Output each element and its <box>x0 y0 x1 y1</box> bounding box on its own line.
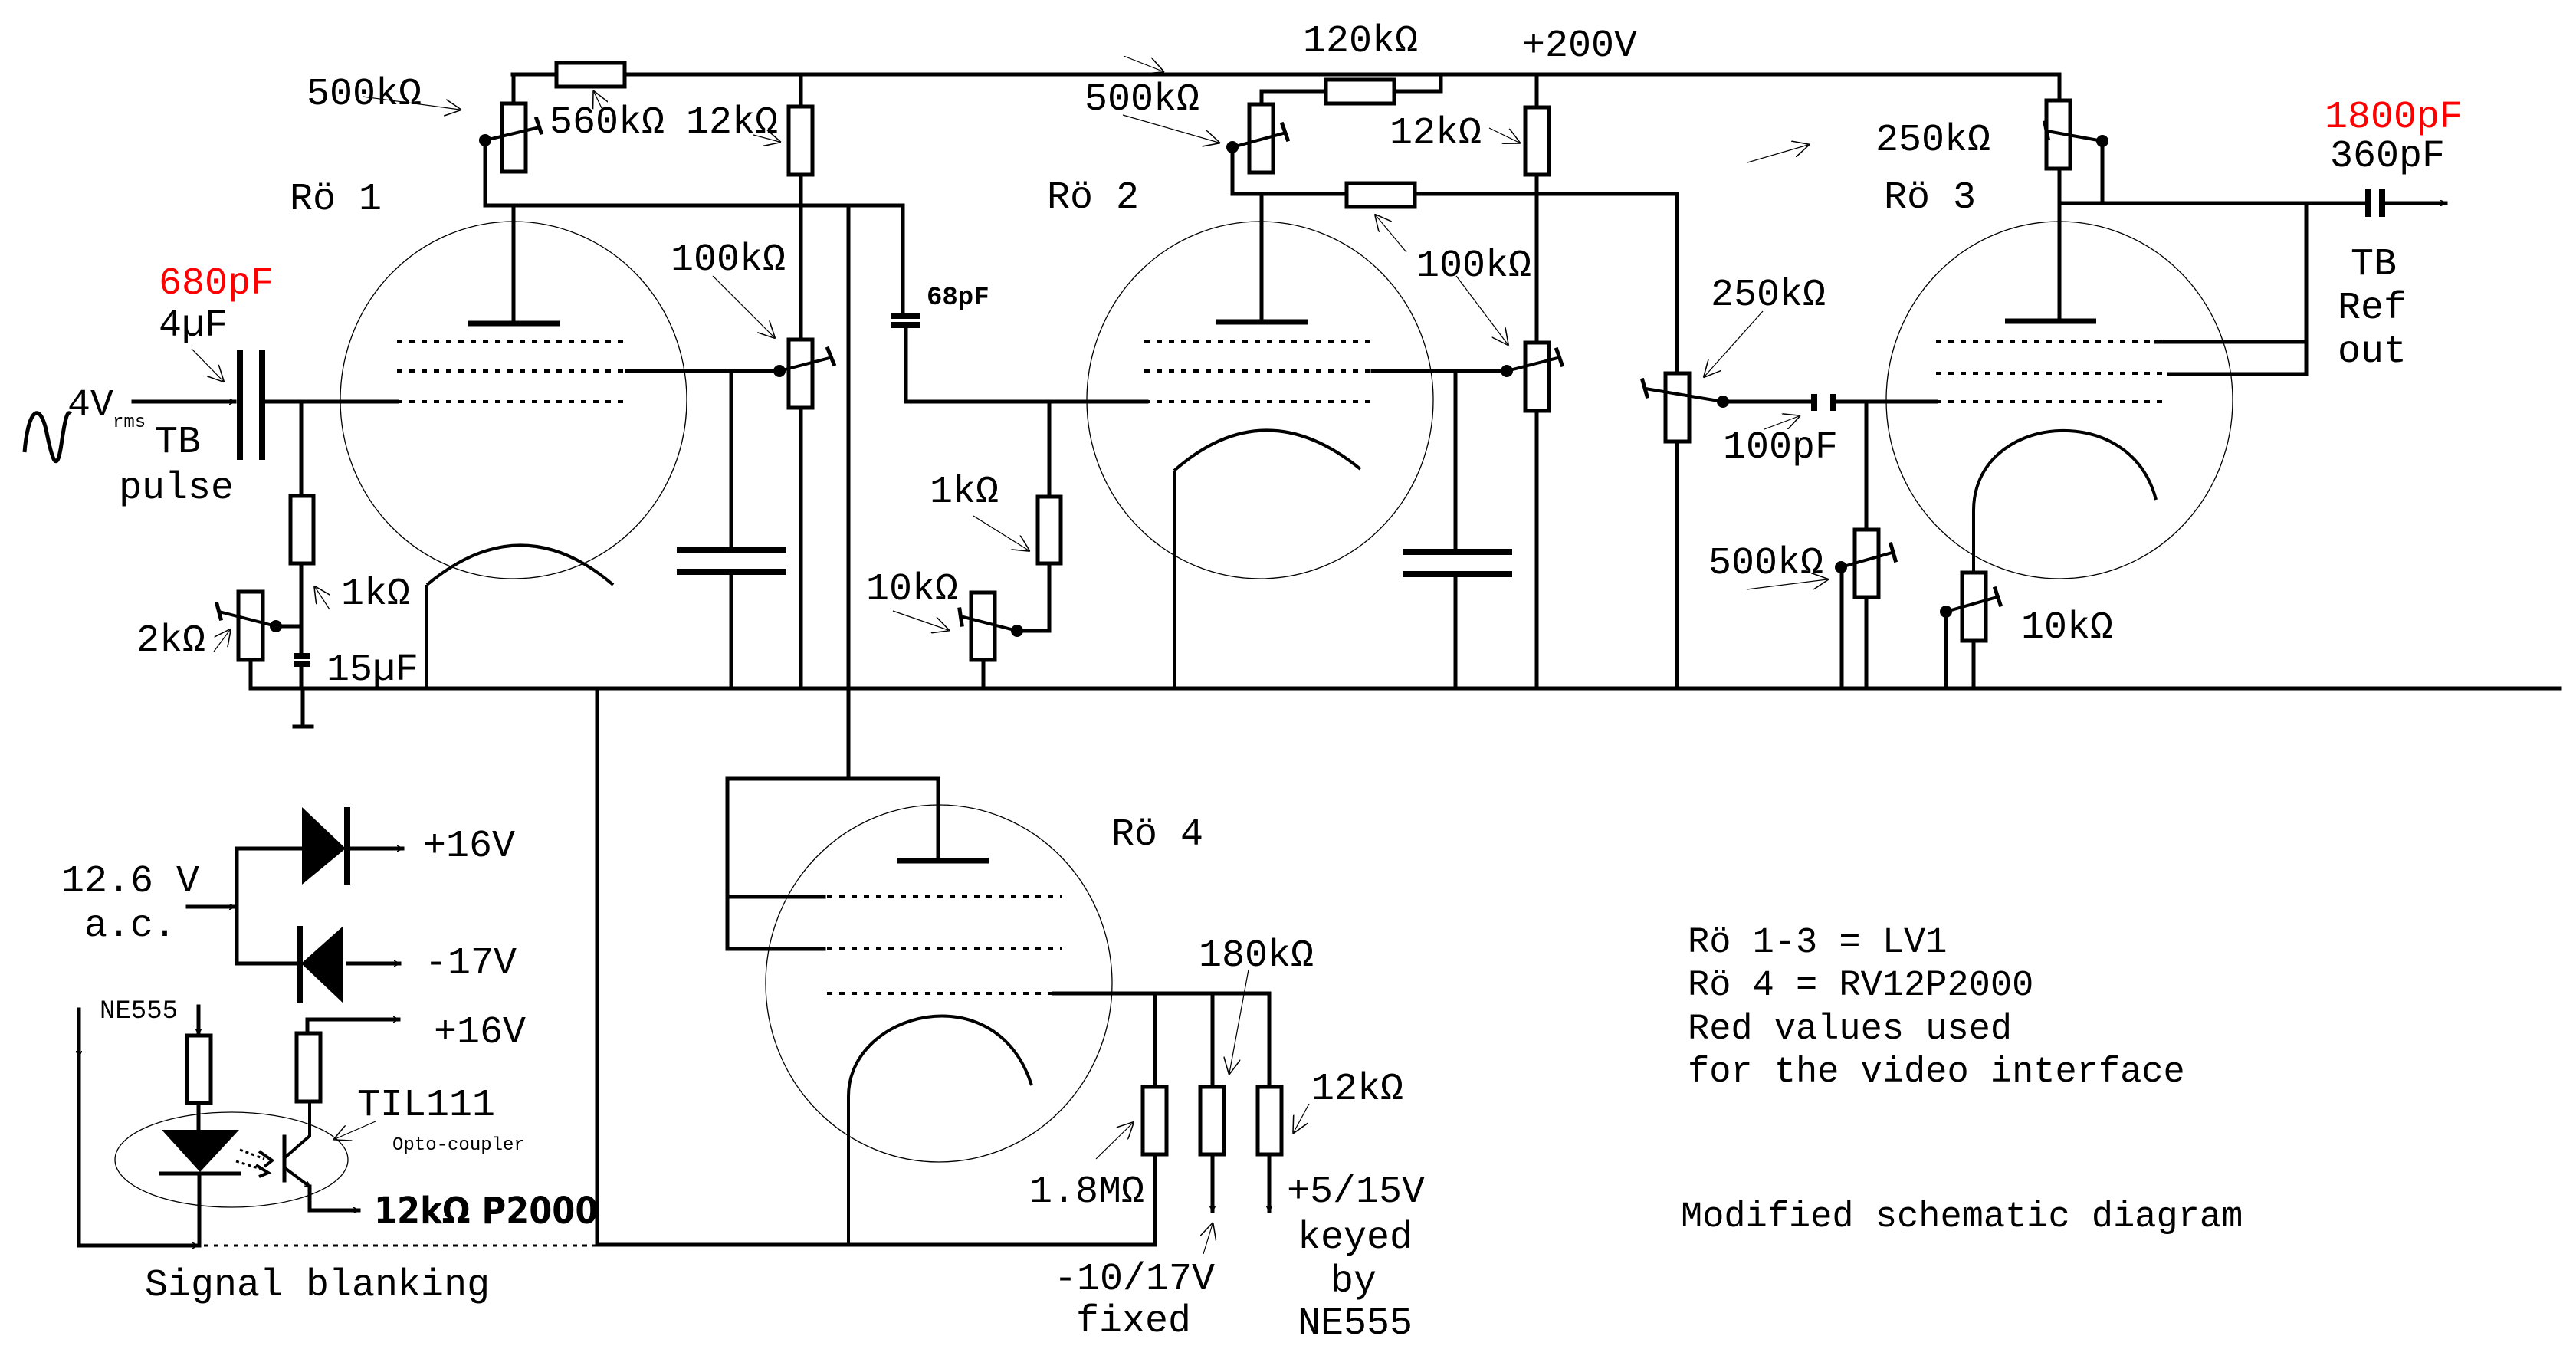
note-line-2: Rö 4 = RV12P2000 <box>1688 966 2033 1006</box>
stage-4 <box>595 686 1284 1247</box>
sine-source-icon <box>22 411 72 464</box>
diode-neg <box>301 926 343 1003</box>
note-line-3: Red values used <box>1688 1009 2012 1050</box>
ac-label-2: a.c. <box>84 904 176 948</box>
bias-keyed-2: keyed <box>1298 1216 1413 1260</box>
label-12k-ro2: 12kΩ <box>1390 112 1482 156</box>
resistor-12k-ro4 <box>1255 1085 1284 1157</box>
cathode-ro2 <box>1173 428 1362 472</box>
power-supply <box>185 807 405 1003</box>
pot-2k <box>236 589 265 662</box>
label-250k-anode: 250kΩ <box>1875 119 1990 162</box>
label-500k-ro2: 500kΩ <box>1085 78 1199 122</box>
input-amplitude: 4V <box>67 384 113 428</box>
diagram-caption: Modified schematic diagram <box>1681 1197 2243 1238</box>
label-1k-ro2: 1kΩ <box>930 471 999 514</box>
label-500k-ro1: 500kΩ <box>307 73 422 117</box>
resistor-560k <box>554 61 627 89</box>
input-name-1: TB <box>155 421 201 464</box>
stage-1 <box>22 61 905 781</box>
stage-2 <box>891 72 1679 691</box>
tube-label-ro1: Rö 1 <box>290 178 382 222</box>
pot-10k-ro2 <box>969 590 997 662</box>
diode-pos <box>302 807 346 885</box>
bias-keyed-3: by <box>1331 1260 1377 1304</box>
input-cap-original: 4µF <box>159 304 228 348</box>
out-cap-original: 360pF <box>2330 135 2445 179</box>
opto-supply-label: +16V <box>434 1011 526 1055</box>
label-2k: 2kΩ <box>136 619 205 663</box>
neg-out-label: -17V <box>425 942 517 986</box>
label-560k: 560kΩ <box>550 101 665 145</box>
cathode-ro1 <box>425 543 615 586</box>
hv-rail <box>510 72 2062 103</box>
resistor-1k-ro2 <box>1035 494 1063 566</box>
input-subscript: rms <box>113 412 146 433</box>
leader-arrows <box>191 55 1827 1255</box>
opto-trigger-label: NE555 <box>100 997 178 1026</box>
labels: Rö 1 Rö 2 Rö 3 Rö 4 +200V 680pF 4µF 4V r… <box>61 20 2463 1346</box>
resistor-120k <box>1324 77 1396 106</box>
note-line-1: Rö 1-3 = LV1 <box>1688 923 1947 963</box>
input-name-2: pulse <box>119 467 234 510</box>
resistor-100k-load <box>1344 181 1417 209</box>
label-180k: 180kΩ <box>1199 934 1314 978</box>
label-500k-ro3: 500kΩ <box>1708 542 1823 586</box>
pot-500k-ro1 <box>500 101 528 174</box>
cathode-ro3 <box>1972 428 2158 511</box>
bias-fixed-1: -10/17V <box>1054 1258 1215 1302</box>
label-12k-ro1: 12kΩ <box>686 101 778 145</box>
cathode-ro4 <box>847 1014 1033 1097</box>
tube-label-ro3: Rö 3 <box>1884 176 1976 220</box>
resistor-1m8 <box>1140 1085 1169 1157</box>
resistor-12k-ro2 <box>1523 105 1551 177</box>
blanking-label: Signal blanking <box>145 1264 490 1308</box>
pot-250k-input <box>1663 371 1692 444</box>
label-100k-ro2-top: 100kΩ <box>1416 245 1531 288</box>
resistor-12k-ro1 <box>786 104 815 177</box>
note-line-4: for the video interface <box>1688 1052 2185 1093</box>
resistor-collector <box>294 1031 323 1104</box>
out-cap-modified: 1800pF <box>2325 96 2463 140</box>
label-10k-ro2: 10kΩ <box>866 568 958 612</box>
out-label-3: out <box>2338 330 2407 374</box>
out-label-2: Ref <box>2338 287 2407 330</box>
label-10k-ro3: 10kΩ <box>2021 606 2113 650</box>
label-250k-input: 250kΩ <box>1711 274 1826 317</box>
label-1m8: 1.8MΩ <box>1029 1170 1144 1214</box>
ground-rail <box>248 658 2562 729</box>
pot-100k-ro2 <box>1523 340 1551 413</box>
bias-keyed-1: +5/15V <box>1287 1170 1425 1214</box>
opto-output-label: 12kΩ P2000 <box>374 1190 598 1233</box>
label-1k-ro1: 1kΩ <box>341 573 410 616</box>
tube-label-ro2: Rö 2 <box>1047 176 1139 220</box>
opto-coupler <box>79 1004 597 1246</box>
label-68pf: 68pF <box>927 284 989 313</box>
label-120k: 120kΩ <box>1303 20 1418 64</box>
bias-keyed-4: NE555 <box>1298 1302 1413 1346</box>
stage-3 <box>1639 98 2448 691</box>
label-15uf: 15µF <box>327 648 418 692</box>
resistor-led <box>185 1033 213 1105</box>
led-icon <box>162 1130 239 1172</box>
resistor-180k <box>1198 1085 1226 1157</box>
opto-desc-label: Opto-coupler <box>392 1135 525 1156</box>
opto-part-label: TIL111 <box>357 1084 495 1128</box>
ac-label-1: 12.6 V <box>61 860 199 904</box>
bias-fixed-2: fixed <box>1076 1300 1191 1344</box>
out-label-1: TB <box>2351 243 2397 287</box>
label-12k-ro4: 12kΩ <box>1311 1068 1403 1111</box>
supply-hv-label: +200V <box>1522 25 1637 68</box>
input-cap-modified: 680pF <box>159 262 274 306</box>
pos-out-label: +16V <box>423 825 515 868</box>
resistor-1k-ro1 <box>288 494 316 566</box>
label-100k-ro1: 100kΩ <box>671 238 786 282</box>
pot-100k-ro1 <box>786 337 815 410</box>
label-100pf: 100pF <box>1723 426 1838 470</box>
tube-label-ro4: Rö 4 <box>1111 813 1203 857</box>
